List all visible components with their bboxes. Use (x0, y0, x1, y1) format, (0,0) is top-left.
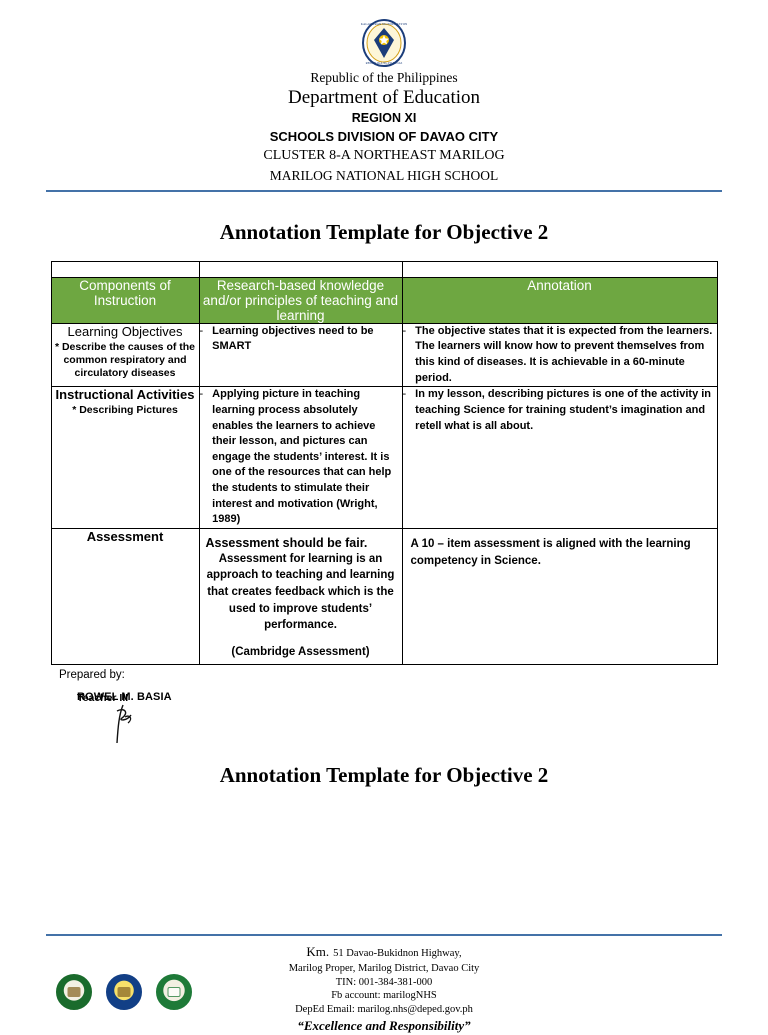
column-header-research: Research-based knowledge and/or principl… (198, 276, 403, 324)
research-heading: Assessment should be fair. (205, 535, 368, 550)
teacher-name: ROWEL M. BASIA (77, 691, 172, 704)
page-title: Annotation Template for Objective 2 (219, 219, 549, 244)
table-row-learning-objectives: Learning Objectives * Describe the cause… (50, 322, 718, 388)
letterhead: Republic of the Philippines Department o… (46, 70, 722, 184)
footer-motto: “Excellence and Responsibility” (297, 1018, 471, 1034)
component-cell-assessment: Assessment (50, 527, 200, 666)
annotation-text: A 10 – item assessment is aligned with t… (410, 537, 691, 568)
component-title: Assessment (86, 528, 164, 544)
research-text: Assessment for learning is an approach t… (206, 552, 395, 632)
svg-text:REPUBLIKA NG PILIPINAS: REPUBLIKA NG PILIPINAS (366, 61, 403, 65)
footer-divider (46, 934, 722, 936)
signatory-block: Teacher III ROWEL M. BASIA (51, 691, 717, 744)
annotation-table: Components of Instruction Research-based… (50, 260, 718, 666)
footer-fb: Fb account: marilogNHS (331, 990, 437, 1002)
component-subtitle: * Describe the causes of the common resp… (54, 340, 196, 380)
component-title: Instructional Activities (55, 387, 195, 403)
spacer-cell-1 (50, 260, 200, 278)
component-title: Learning Objectives (67, 323, 183, 339)
footer-address-line2: Marilog Proper, Marilog District, Davao … (288, 963, 480, 975)
bullet-dash: - (199, 388, 204, 401)
header-republic: Republic of the Philippines (310, 70, 458, 85)
annotation-text: The objective states that it is expected… (415, 324, 713, 384)
table-header-row: Components of Instruction Research-based… (50, 276, 718, 324)
footer-tin: TIN: 001-384-381-000 (335, 976, 433, 988)
page-footer: Km. 51 Davao-Bukidnon Highway, Marilog P… (0, 934, 768, 1033)
header-school: MARILOG NATIONAL HIGH SCHOOL (269, 167, 499, 183)
table-row-instructional-activities: Instructional Activities * Describing Pi… (50, 386, 718, 529)
footer-address-line1: 51 Davao-Bukidnon Highway, (333, 948, 462, 959)
component-cell-learning-objectives: Learning Objectives * Describe the cause… (50, 322, 200, 388)
signature-icon (109, 701, 149, 747)
component-subtitle: * Describing Pictures (72, 404, 178, 417)
page-title-bottom: Annotation Template for Objective 2 (219, 763, 549, 788)
research-text: Applying picture in teaching learning pr… (212, 388, 392, 526)
prepared-by-block: Prepared by: Teacher III ROWEL M. BASIA (51, 665, 717, 744)
teacher-role: Teacher III (77, 692, 129, 705)
research-source: (Cambridge Assessment) (231, 646, 370, 659)
footer-km: Km. (306, 944, 330, 959)
header-department: Department of Education (287, 86, 481, 108)
research-text: Learning objectives need to be SMART (212, 324, 374, 353)
column-header-annotation: Annotation (401, 276, 718, 324)
marilog-nhs-logo-icon (156, 974, 192, 1010)
research-cell-assessment: Assessment should be fair. Assessment fo… (198, 527, 403, 666)
header-division: SCHOOLS DIVISION OF DAVAO CITY (269, 129, 499, 145)
bullet-dash: - (402, 324, 407, 337)
component-cell-instructional-activities: Instructional Activities * Describing Pi… (50, 386, 200, 529)
philippine-seal-icon: KAGAWARAN NG EDUKASYON REPUBLIKA NG PILI… (361, 18, 408, 68)
spacer-cell-2 (198, 260, 403, 278)
research-cell-instructional-activities: - Applying picture in teaching learning … (198, 386, 403, 529)
header-seal-area: KAGAWARAN NG EDUKASYON REPUBLIKA NG PILI… (46, 0, 722, 70)
bullet-dash: - (402, 388, 407, 401)
footer-logo-group (56, 974, 192, 1010)
footer-email: DepEd Email: marilog.nhs@deped.gov.ph (295, 1003, 473, 1015)
research-cell-learning-objectives: - Learning objectives need to be SMART (198, 322, 403, 388)
column-header-components: Components of Instruction (50, 276, 200, 324)
bullet-dash: - (199, 324, 204, 337)
annotation-cell-assessment: A 10 – item assessment is aligned with t… (401, 527, 718, 666)
table-spacer-row (50, 260, 718, 278)
annotation-text: In my lesson, describing pictures is one… (415, 388, 712, 432)
spacer-cell-3 (401, 260, 718, 278)
header-cluster: CLUSTER 8-A NORTHEAST MARILOG (263, 148, 505, 164)
svg-text:KAGAWARAN NG EDUKASYON: KAGAWARAN NG EDUKASYON (361, 22, 407, 26)
table-row-assessment: Assessment Assessment should be fair. As… (50, 527, 718, 666)
annotation-cell-learning-objectives: - The objective states that it is expect… (401, 322, 718, 388)
header-region: REGION XI (351, 111, 417, 126)
header-divider (46, 189, 722, 192)
annotation-cell-instructional-activities: - In my lesson, describing pictures is o… (401, 386, 718, 529)
deped-logo-icon (56, 974, 92, 1010)
davao-city-division-logo-icon (106, 974, 142, 1010)
prepared-by-label: Prepared by: (59, 669, 125, 682)
